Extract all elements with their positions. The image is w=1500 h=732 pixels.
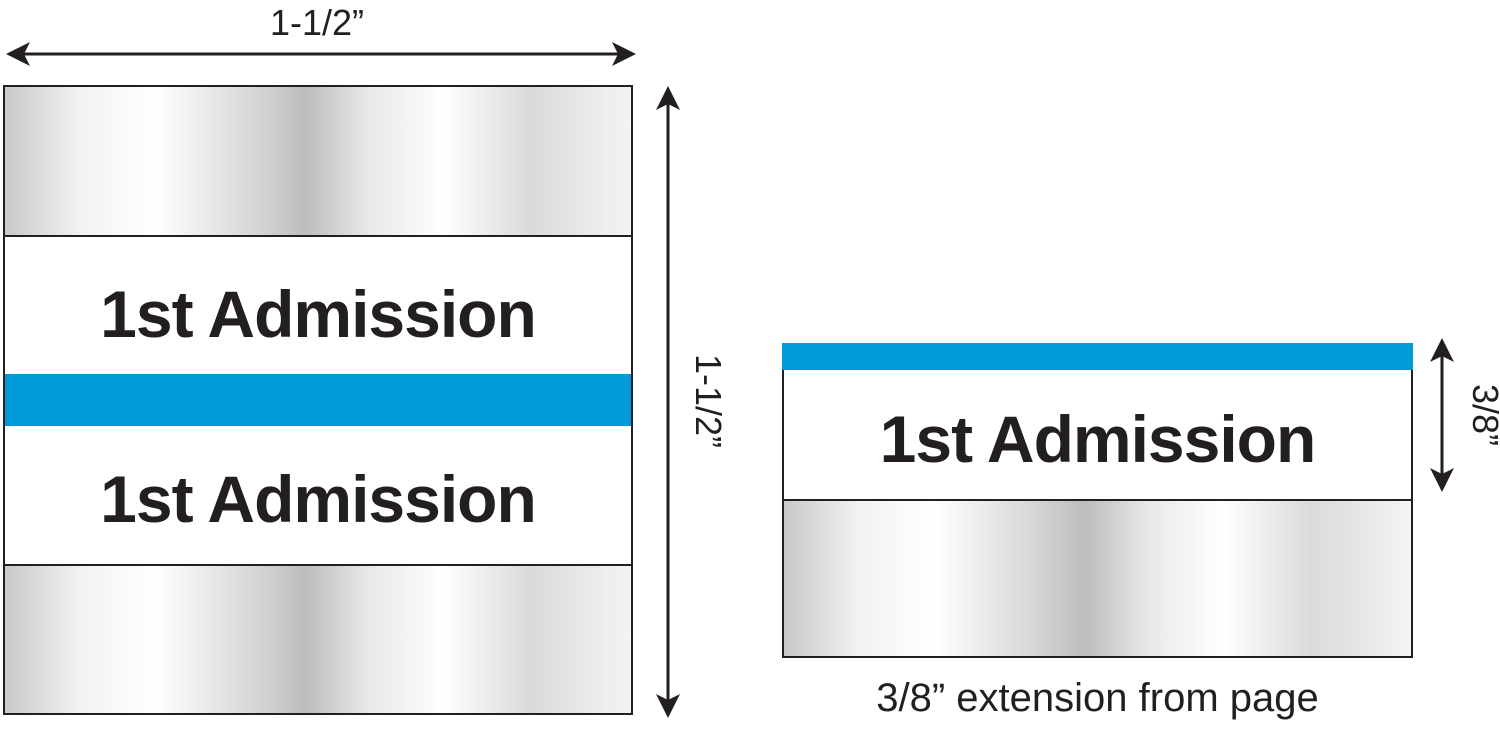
left-height-dimension-arrow-icon xyxy=(656,86,680,718)
left-tab-upper-label-area: 1st Admission xyxy=(5,237,631,374)
left-tab-outline xyxy=(3,85,633,715)
left-tab-blue-stripe xyxy=(5,374,631,426)
right-tab-blue-stripe xyxy=(782,343,1413,370)
right-tab-caption: 3/8” extension from page xyxy=(876,676,1319,720)
left-tab-lower-label-area: 1st Admission xyxy=(5,426,631,564)
right-tab-label: 1st Admission xyxy=(784,406,1411,472)
left-tab-upper-label-text: 1st Admission xyxy=(100,277,537,351)
left-tab-upper-label: 1st Admission xyxy=(5,281,631,347)
right-tab-foil-band xyxy=(784,501,1411,656)
left-width-dimension-arrow-icon xyxy=(6,42,636,66)
left-tab-top-foil-band xyxy=(5,87,631,235)
right-tab-divider xyxy=(784,499,1411,501)
right-tab-label-area: 1st Admission xyxy=(784,370,1411,499)
right-height-dimension-arrow-icon xyxy=(1430,338,1454,492)
left-height-dimension-label: 1-1/2” xyxy=(688,353,729,449)
right-height-dimension-label: 3/8” xyxy=(1465,383,1500,447)
left-tab-lower-label: 1st Admission xyxy=(5,466,631,532)
right-tab-label-text: 1st Admission xyxy=(879,402,1317,476)
left-tab-divider-top xyxy=(5,235,631,237)
left-tab-lower-label-text: 1st Admission xyxy=(100,462,537,536)
left-tab-divider-bottom xyxy=(5,564,631,566)
left-width-dimension-label: 1-1/2” xyxy=(270,2,365,43)
left-tab-bottom-foil-band xyxy=(5,566,631,713)
